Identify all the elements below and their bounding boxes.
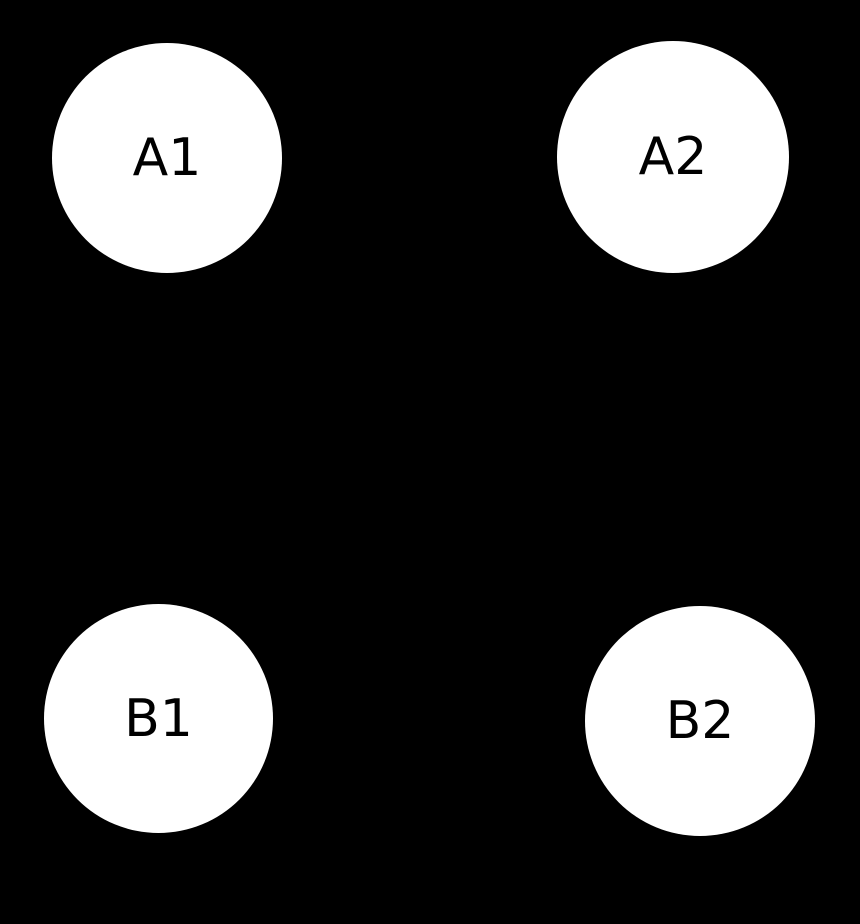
graph-node-label: B2	[665, 691, 735, 751]
graph-node-b1[interactable]: B1	[44, 604, 273, 833]
graph-node-b2[interactable]: B2	[585, 606, 815, 836]
graph-node-label: A1	[132, 128, 202, 188]
graph-node-label: B1	[124, 688, 193, 749]
graph-node-label: A2	[638, 127, 708, 187]
graph-node-a1[interactable]: A1	[52, 43, 282, 273]
graph-node-a2[interactable]: A2	[557, 41, 789, 273]
